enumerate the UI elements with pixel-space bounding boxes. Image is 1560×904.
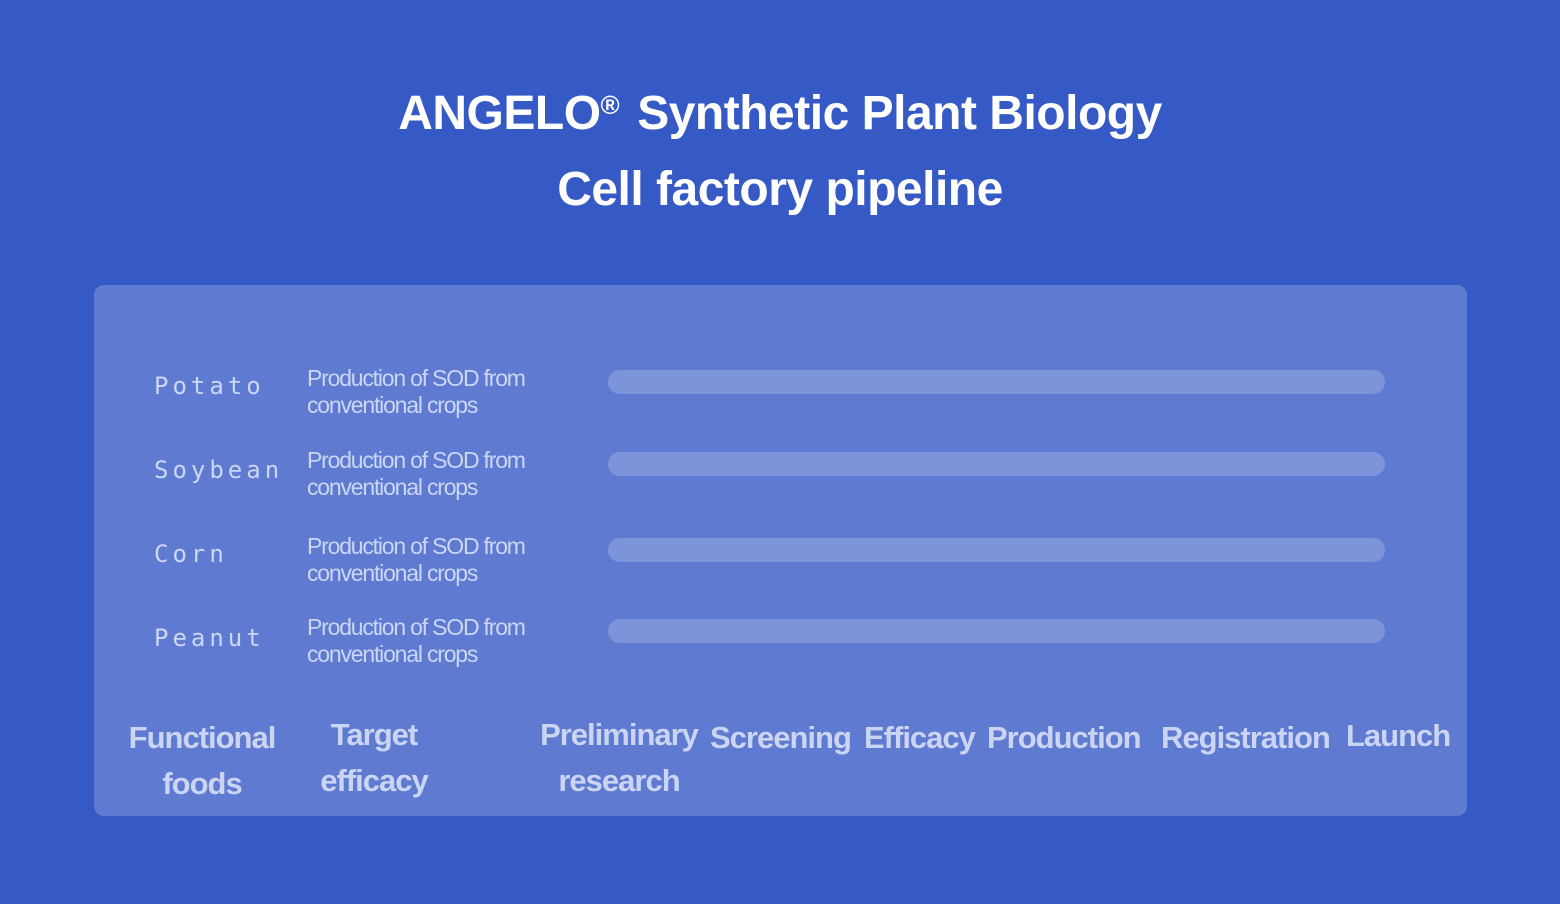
page-title: ANGELO® Synthetic Plant Biology [0, 86, 1560, 141]
crop-label: Soybean [154, 456, 284, 484]
pipeline-progress-track [608, 619, 1385, 643]
crop-label: Peanut [154, 624, 265, 652]
row-description: Production of SOD from conventional crop… [307, 447, 526, 500]
column-header-functional-foods: Functional foods [128, 720, 277, 801]
column-header-launch: Launch [1346, 718, 1451, 753]
title-line-1: Synthetic Plant Biology [637, 87, 1162, 140]
pipeline-progress-track [608, 452, 1385, 476]
pipeline-panel: Potato Production of SOD from convention… [94, 285, 1467, 816]
page-subtitle: Cell factory pipeline [557, 163, 1003, 216]
row-description: Production of SOD from conventional crop… [307, 365, 526, 418]
column-header-target-efficacy: Target efficacy [320, 717, 428, 798]
pipeline-progress-track [608, 538, 1385, 562]
column-header-efficacy: Efficacy [864, 720, 976, 755]
column-header-preliminary-research: Preliminary research [540, 717, 699, 798]
pipeline-progress-track [608, 370, 1385, 394]
crop-label: Corn [154, 540, 228, 568]
row-description: Production of SOD from conventional crop… [307, 614, 526, 667]
brand-name: ANGELO [398, 87, 601, 140]
row-description: Production of SOD from conventional crop… [307, 533, 526, 586]
registered-mark: ® [600, 90, 620, 120]
column-header-registration: Registration [1161, 720, 1331, 755]
crop-label: Potato [154, 372, 265, 400]
column-header-production: Production [987, 720, 1142, 755]
column-header-screening: Screening [710, 720, 852, 755]
